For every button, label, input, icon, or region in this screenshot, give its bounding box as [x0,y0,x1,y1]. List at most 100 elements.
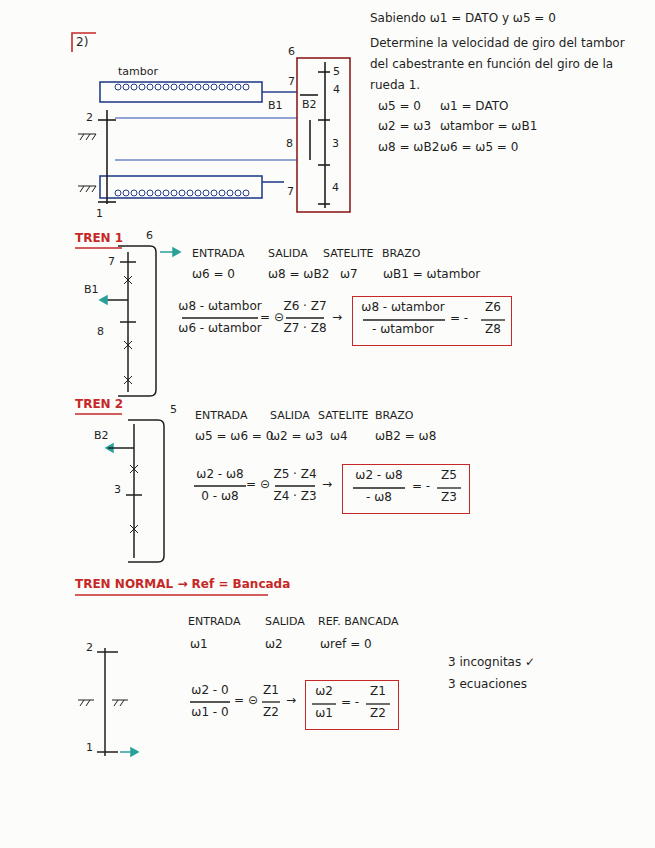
note-text: Z2 [263,706,279,720]
note-text: SATELITE [318,410,369,423]
note-text: ω1 [190,638,208,652]
note-text: 1 [86,742,93,755]
gear-symbol [98,201,116,203]
formula-text: Z3 [441,491,457,505]
note-text: TREN NORMAL → Ref = Bancada [75,578,290,592]
note-text: 4 [332,182,339,195]
formula-text: = - [450,312,468,326]
note-text: ω2 = ω3 [378,120,431,134]
note-text: ω2 - 0 [191,684,228,698]
note-text: Z7 · Z8 [283,322,326,336]
note-text: ω1 - 0 [191,706,228,720]
note-text: 7 [287,186,294,199]
note-text: Z4 · Z3 [273,490,316,504]
note-text: ωref = 0 [320,638,372,652]
note-text: 7 [108,256,115,269]
formula-text: - ω8 [366,491,392,505]
note-text: SATELITE [323,248,374,261]
number-bracket [72,33,96,52]
note-text: 2 [86,642,93,655]
note-text: ω2 [265,638,283,652]
note-text: 3 ecuaciones [448,678,527,692]
formula-text: - ωtambor [372,323,434,337]
note-text: Z6 · Z7 [283,300,326,314]
coil [115,84,249,196]
gear-shaft [309,120,311,160]
formula-text: Z1 [370,685,386,699]
arm [262,181,284,183]
note-text: SALIDA [270,410,310,423]
formula-text: ω2 - ω8 [355,469,402,483]
formula-text: = - [341,696,359,710]
note-text: ω5 = ω6 = 0 [195,430,273,444]
housing [297,58,350,212]
note-text: Z1 [263,684,279,698]
note-text: Determine la velocidad de giro del tambo… [370,33,645,96]
drum [100,82,262,102]
gear-shaft [106,110,108,204]
note-text: ENTRADA [192,248,244,261]
arrow [100,248,180,756]
shaft [115,159,297,161]
drum [100,176,262,198]
note-text: 2) [76,36,88,50]
note-text: B1 [84,284,99,297]
note-text: 3 [332,138,339,151]
note-text: ω6 = ω5 = 0 [440,141,518,155]
note-text: 4 [333,84,340,97]
note-text: → [322,478,332,492]
note-text: 5 [333,66,340,79]
note-text: ω8 - ωtambor [178,300,261,314]
gear-train [97,648,118,756]
note-text: ω8 = ωB2 [378,141,439,155]
note-text: = ⊝ [246,478,270,492]
note-text: ω4 [330,430,348,444]
note-text: B1 [268,100,283,113]
note-text: 2 [86,112,93,125]
note-text: 8 [286,138,293,151]
formula-text: Z6 [485,301,501,315]
note-text: BRAZO [375,410,413,423]
note-text: = ⊝ [260,311,284,325]
note-text: ω5 = 0 [378,100,421,114]
arm [262,91,297,93]
gear-shaft [324,62,326,208]
gear-symbol [98,119,116,121]
note-text: ω8 = ωB2 [268,268,329,282]
note-text: REF. BANCADA [318,616,398,629]
note-text: 6 [146,230,153,243]
fraction-bar [182,318,324,702]
note-text: ωB1 = ωtambor [383,268,480,282]
note-text: TREN 2 [75,398,123,412]
note-text: 7 [288,76,295,89]
arm [300,94,318,96]
result-box: ω8 - ωtambor- ωtambor= -Z6Z8 [352,296,512,346]
formula-text: Z2 [370,707,386,721]
note-text: 6 [288,46,295,59]
result-box: ω2 ω1 = - Z1Z2 [305,680,399,730]
shaft [115,117,297,119]
formula-text: ω2 [315,685,333,699]
note-text: → [286,694,296,708]
note-text: ENTRADA [188,616,240,629]
note-text: ω2 - ω8 [196,468,243,482]
note-text: 3 incognitas ✓ [448,656,535,670]
formula-text: ω1 [315,707,333,721]
gear-train [102,246,156,396]
note-text: ωtambor = ωB1 [440,120,537,134]
note-text: SALIDA [265,616,305,629]
note-text: BRAZO [382,248,420,261]
note-text: ω7 [340,268,358,282]
note-text: → [332,311,342,325]
note-text: ω6 - ωtambor [178,322,261,336]
note-text: ω2 = ω3 [270,430,323,444]
note-text: TREN 1 [75,232,123,246]
note-text: 8 [97,326,104,339]
gear-train [108,420,164,562]
note-text: 5 [170,404,177,417]
note-text: B2 [94,430,109,443]
note-text: Sabiendo ω1 = DATO y ω5 = 0 [370,12,556,26]
note-text: Z5 · Z4 [273,468,316,482]
note-text: ωB2 = ω8 [375,430,436,444]
